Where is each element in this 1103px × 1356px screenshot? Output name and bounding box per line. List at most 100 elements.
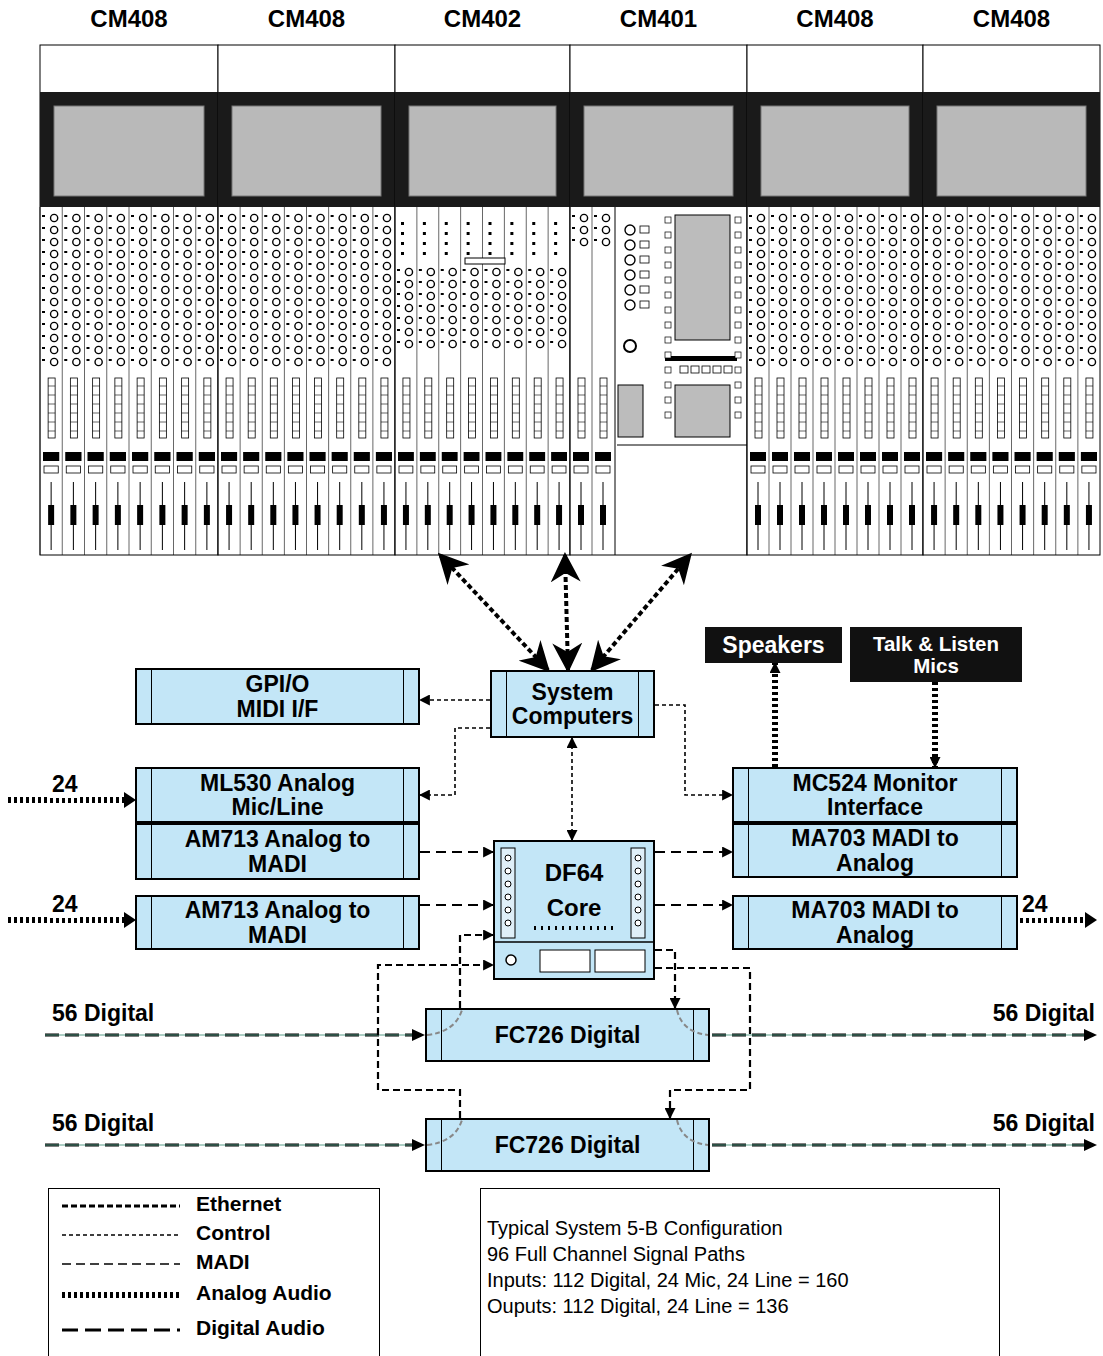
- knob: [1066, 238, 1073, 245]
- strip-edge: [835, 207, 836, 555]
- knob: [140, 226, 147, 233]
- knob: [801, 322, 808, 329]
- meter: [70, 378, 77, 438]
- meter-tick: [447, 422, 454, 423]
- knob: [558, 268, 565, 275]
- led: [1058, 239, 1061, 241]
- led: [176, 263, 179, 265]
- meter-tick: [226, 422, 233, 423]
- meter-tick: [425, 404, 432, 405]
- knob: [51, 334, 58, 341]
- meter: [931, 378, 938, 438]
- led: [353, 215, 356, 217]
- knob: [867, 262, 874, 269]
- knob: [73, 262, 80, 269]
- meter-tick: [115, 431, 122, 432]
- led: [286, 359, 289, 361]
- key-dot: [445, 232, 448, 235]
- knob: [933, 226, 940, 233]
- led: [771, 227, 774, 229]
- knob: [823, 322, 830, 329]
- led: [859, 215, 862, 217]
- mute-key: [971, 466, 985, 473]
- knob: [978, 262, 985, 269]
- led: [881, 299, 884, 301]
- knob: [779, 322, 786, 329]
- knob: [117, 334, 124, 341]
- knob: [471, 280, 478, 287]
- knob: [1044, 226, 1051, 233]
- small-screen: [618, 385, 643, 437]
- module-name: CM408: [923, 6, 1100, 31]
- meter-tick: [578, 395, 585, 396]
- led: [793, 263, 796, 265]
- select-key: [243, 452, 259, 461]
- knob: [1088, 274, 1095, 281]
- knob: [956, 214, 963, 221]
- led: [131, 239, 134, 241]
- meter-tick: [115, 422, 122, 423]
- mute-key: [200, 466, 214, 473]
- knob: [184, 358, 191, 365]
- meter: [1086, 378, 1093, 438]
- mute-key: [751, 466, 765, 473]
- knob: [845, 310, 852, 317]
- knob: [889, 286, 896, 293]
- meter-tick: [755, 386, 762, 387]
- meter-tick: [315, 404, 322, 405]
- meter-tick: [512, 413, 519, 414]
- knob: [206, 250, 213, 257]
- knob: [580, 214, 587, 221]
- mute-key: [839, 466, 853, 473]
- port: [635, 868, 641, 874]
- knob: [184, 298, 191, 305]
- knob: [956, 262, 963, 269]
- knob: [273, 214, 280, 221]
- knob: [911, 214, 918, 221]
- led: [64, 275, 67, 277]
- knob: [206, 346, 213, 353]
- led: [42, 335, 45, 337]
- knob: [801, 214, 808, 221]
- meter-tick: [821, 395, 828, 396]
- meter-tick: [137, 404, 144, 405]
- key-dot: [554, 242, 557, 245]
- knob: [933, 250, 940, 257]
- knob: [162, 298, 169, 305]
- knob: [978, 334, 985, 341]
- connector: [655, 705, 732, 795]
- led: [42, 311, 45, 313]
- knob: [493, 340, 500, 347]
- meter-tick: [490, 386, 497, 387]
- led: [153, 359, 156, 361]
- key-dot: [532, 232, 535, 235]
- key-row: [465, 258, 505, 264]
- knob: [1044, 214, 1051, 221]
- knob: [779, 286, 786, 293]
- meter-tick: [469, 431, 476, 432]
- strip-edge: [438, 207, 439, 555]
- led: [131, 275, 134, 277]
- led: [109, 323, 112, 325]
- knob: [95, 358, 102, 365]
- key-dot: [554, 252, 557, 255]
- led: [969, 323, 972, 325]
- led: [1014, 299, 1017, 301]
- led: [153, 347, 156, 349]
- meter-tick: [447, 386, 454, 387]
- led: [859, 239, 862, 241]
- strip-edge: [592, 207, 593, 555]
- meter-tick: [381, 395, 388, 396]
- console-module: CM408: [923, 0, 1100, 555]
- meter-tick: [821, 413, 828, 414]
- connector: [420, 851, 493, 853]
- knob: [206, 358, 213, 365]
- strip-edge: [328, 207, 329, 555]
- knob: [117, 346, 124, 353]
- screen: [761, 106, 909, 196]
- led: [594, 239, 597, 241]
- key-dot: [423, 222, 426, 225]
- meter-tick: [425, 413, 432, 414]
- knob: [184, 310, 191, 317]
- led: [42, 359, 45, 361]
